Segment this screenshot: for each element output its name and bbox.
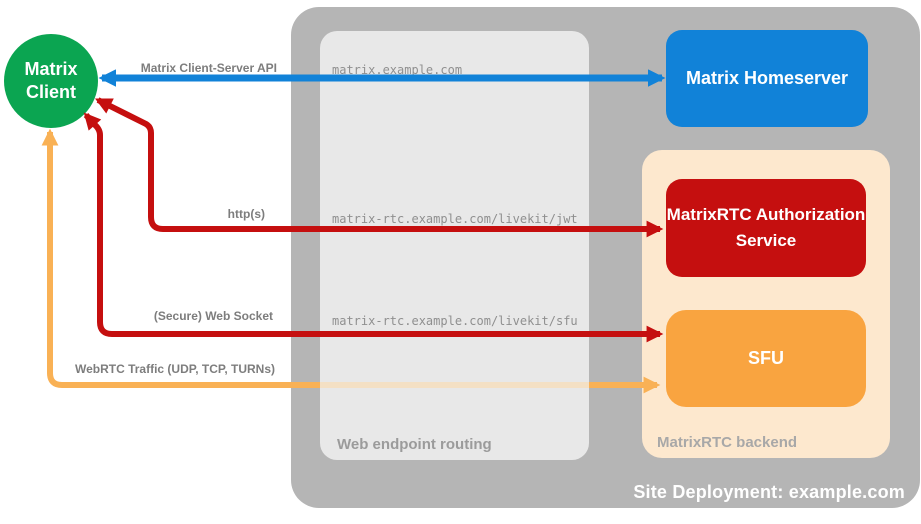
endpoint-url-livekit-sfu: matrix-rtc.example.com/livekit/sfu bbox=[332, 314, 578, 328]
matrixrtc-backend-label: MatrixRTC backend bbox=[657, 434, 798, 451]
webrtc-traffic-arrow-label: WebRTC Traffic (UDP, TCP, TURNs) bbox=[74, 362, 275, 376]
matrix-client-label-line2: Client bbox=[25, 82, 76, 102]
client-server-api-arrow-label: Matrix Client-Server API bbox=[140, 61, 277, 75]
matrix-homeserver-node: Matrix Homeserver bbox=[666, 30, 868, 127]
web-endpoint-routing-label: Web endpoint routing bbox=[337, 436, 492, 453]
matrixrtc-authorization-service-node: MatrixRTC Authorization Service bbox=[666, 179, 866, 277]
site-deployment-label: Site Deployment: example.com bbox=[633, 482, 905, 502]
secure-web-socket-arrow-label: (Secure) Web Socket bbox=[153, 309, 273, 323]
https-arrow-label: http(s) bbox=[227, 207, 265, 221]
matrix-client-label-line1: Matrix bbox=[24, 58, 78, 79]
endpoint-url-matrix: matrix.example.com bbox=[332, 63, 463, 77]
webrtc-traffic-arrow bbox=[41, 128, 320, 388]
endpoint-url-livekit-jwt: matrix-rtc.example.com/livekit/jwt bbox=[332, 212, 578, 226]
matrix-client-node: Matrix Client bbox=[4, 34, 98, 128]
web-endpoint-routing-container bbox=[320, 31, 589, 460]
sfu-node: SFU bbox=[666, 310, 866, 407]
